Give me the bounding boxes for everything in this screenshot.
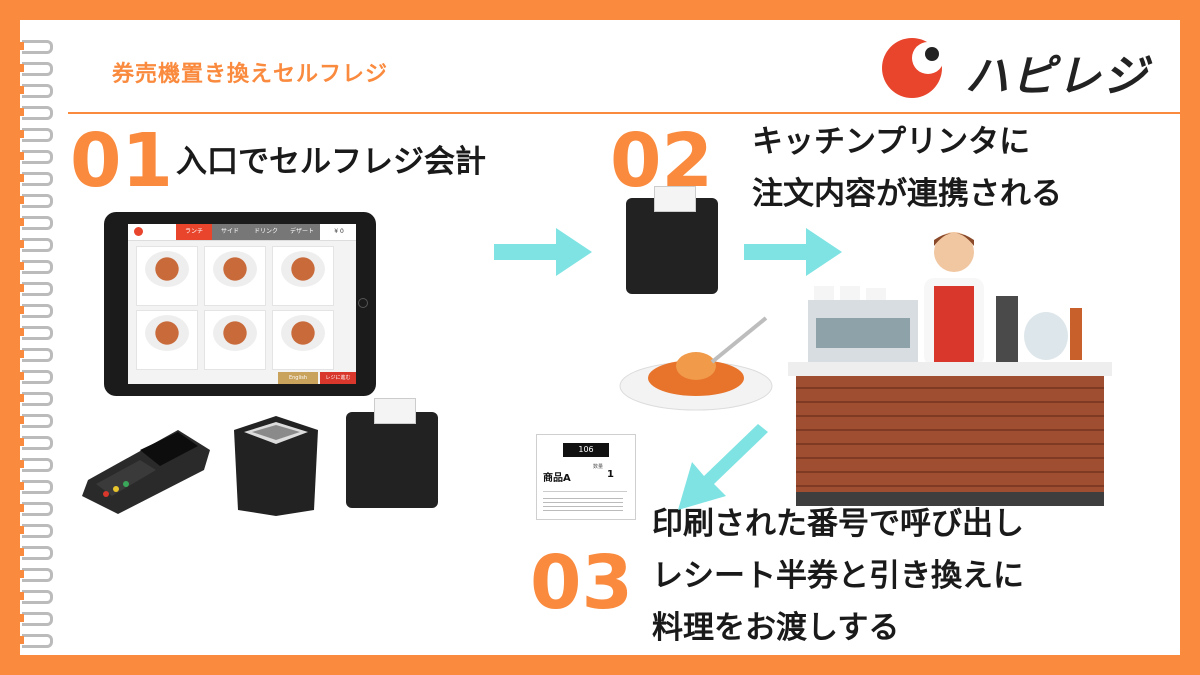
step-02-text-line1: キッチンプリンタに [752,124,1031,160]
tablet-price: ¥ 0 [334,228,344,235]
english-button[interactable]: English [278,372,318,384]
receipt-slip: 106 商品A 数量 1 [536,434,636,520]
tablet-tab-dessert[interactable]: デザート [284,224,320,240]
step-02-number: 02 [610,118,713,204]
step-01-number: 01 [70,118,173,204]
menu-tile[interactable] [204,246,266,306]
step-03-text-line2: レシート半券と引き換えに [652,558,1024,594]
step-03-text-line3: 料理をお渡しする [652,610,900,646]
printer-paper [374,398,416,424]
tablet-device: ランチ サイド ドリンク デザート ¥ 0 English レジに進む [104,212,376,396]
receipt-qty: 1 [607,469,614,480]
arrow-down-left-icon [678,424,768,510]
kitchen-printer-icon [626,186,718,294]
pasta-dish-icon [619,316,773,411]
step-03-text-line1: 印刷された番号で呼び出し [652,506,1024,542]
logo-text: ハピレジ [965,51,1149,102]
receipt-printer-icon [346,398,438,508]
receipt-item: 商品A [543,473,571,484]
tablet-screen: ランチ サイド ドリンク デザート ¥ 0 English レジに進む [128,224,356,384]
step-01-text: 入口でセルフレジ会計 [176,144,486,180]
receipt-qty-label: 数量 [593,464,604,470]
qr-scanner-icon [234,416,318,516]
header-divider [68,112,1180,114]
card-terminal-icon [82,430,210,514]
menu-tile[interactable] [136,246,198,306]
tablet-tab-drink[interactable]: ドリンク [248,224,284,240]
step-02-text-line2: 注文内容が連携される [752,176,1062,212]
tablet-tab-lunch[interactable]: ランチ [176,224,212,240]
menu-tile[interactable] [136,310,198,370]
arrow-right-icon [494,228,592,276]
menu-tile[interactable] [272,310,334,370]
receipt-divider [543,491,627,492]
kitchen-counter-illustration [788,232,1112,506]
tablet-logo-icon [134,227,143,236]
arrow-right-icon [744,228,842,276]
printer-paper [654,186,696,212]
menu-tile[interactable] [272,246,334,306]
header-title: 券売機置き換えセルフレジ [112,62,389,87]
receipt-details [543,497,623,511]
go-to-register-button[interactable]: レジに進む [320,372,356,384]
step-03-number: 03 [530,540,633,626]
receipt-number: 106 [563,443,609,457]
tablet-tab-side[interactable]: サイド [212,224,248,240]
logo-mark [882,38,944,98]
tablet-tabbar: ランチ サイド ドリンク デザート ¥ 0 [128,224,356,241]
menu-tile[interactable] [204,310,266,370]
home-button-icon [358,298,368,308]
